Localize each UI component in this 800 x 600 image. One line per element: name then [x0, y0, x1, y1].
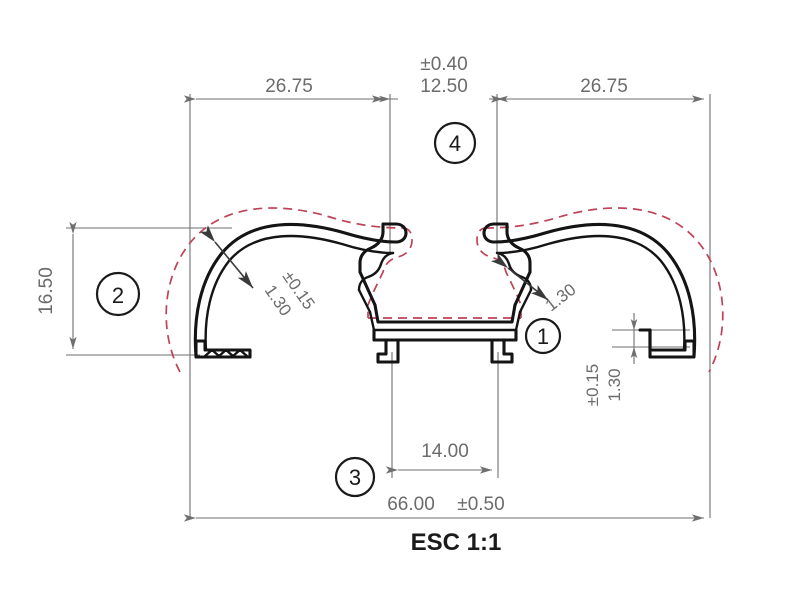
- dim-overall-width-label: 66.00: [387, 494, 435, 515]
- bottom-dimension-group: 14.00 66.00 ±0.50: [183, 441, 704, 522]
- drawing-scale-label: ESC 1:1: [411, 529, 502, 556]
- balloon-4-label: 4: [449, 131, 461, 156]
- left-height-dimension-group: 16.50: [36, 221, 77, 349]
- left-wing-profile: [193, 222, 398, 359]
- balloon-3[interactable]: 3: [334, 456, 376, 498]
- top-dimension-group: 26.75 ±0.40 12.50 26.75: [183, 54, 704, 103]
- dim-right-thickness-label: 1.30: [605, 368, 624, 401]
- dim-overall-tolerance-label: ±0.50: [457, 494, 504, 515]
- leader-left-thickness: [199, 225, 254, 289]
- dim-top-left-label: 26.75: [265, 76, 313, 97]
- center-left-lip: [357, 222, 408, 314]
- right-wing-profile: [492, 222, 697, 359]
- leader-center-thickness: [490, 252, 549, 301]
- dim-top-center-tolerance: ±0.40: [420, 54, 467, 75]
- dim-inner-width-label: 14.00: [421, 441, 469, 462]
- right-thickness-dimension-group: ±0.15 1.30: [583, 313, 638, 406]
- extension-lines: [66, 94, 711, 518]
- balloon-2[interactable]: 2: [95, 271, 141, 317]
- center-trough-profile: [368, 303, 522, 364]
- dim-right-tolerance-label: ±0.15: [583, 364, 602, 406]
- balloon-2-label: 2: [112, 283, 124, 308]
- balloon-3-label: 3: [349, 465, 361, 490]
- left-thickness-callout: ±0.15 1.30: [199, 225, 319, 319]
- dim-top-center-label: 12.50: [420, 76, 468, 97]
- balloon-4[interactable]: 4: [433, 121, 477, 165]
- dim-left-height-label: 16.50: [36, 267, 57, 315]
- dim-top-right-label: 26.75: [580, 76, 628, 97]
- dim-center-thickness-label: 1.30: [542, 280, 580, 315]
- balloon-1-label: 1: [537, 324, 549, 349]
- balloon-1[interactable]: 1: [524, 317, 562, 355]
